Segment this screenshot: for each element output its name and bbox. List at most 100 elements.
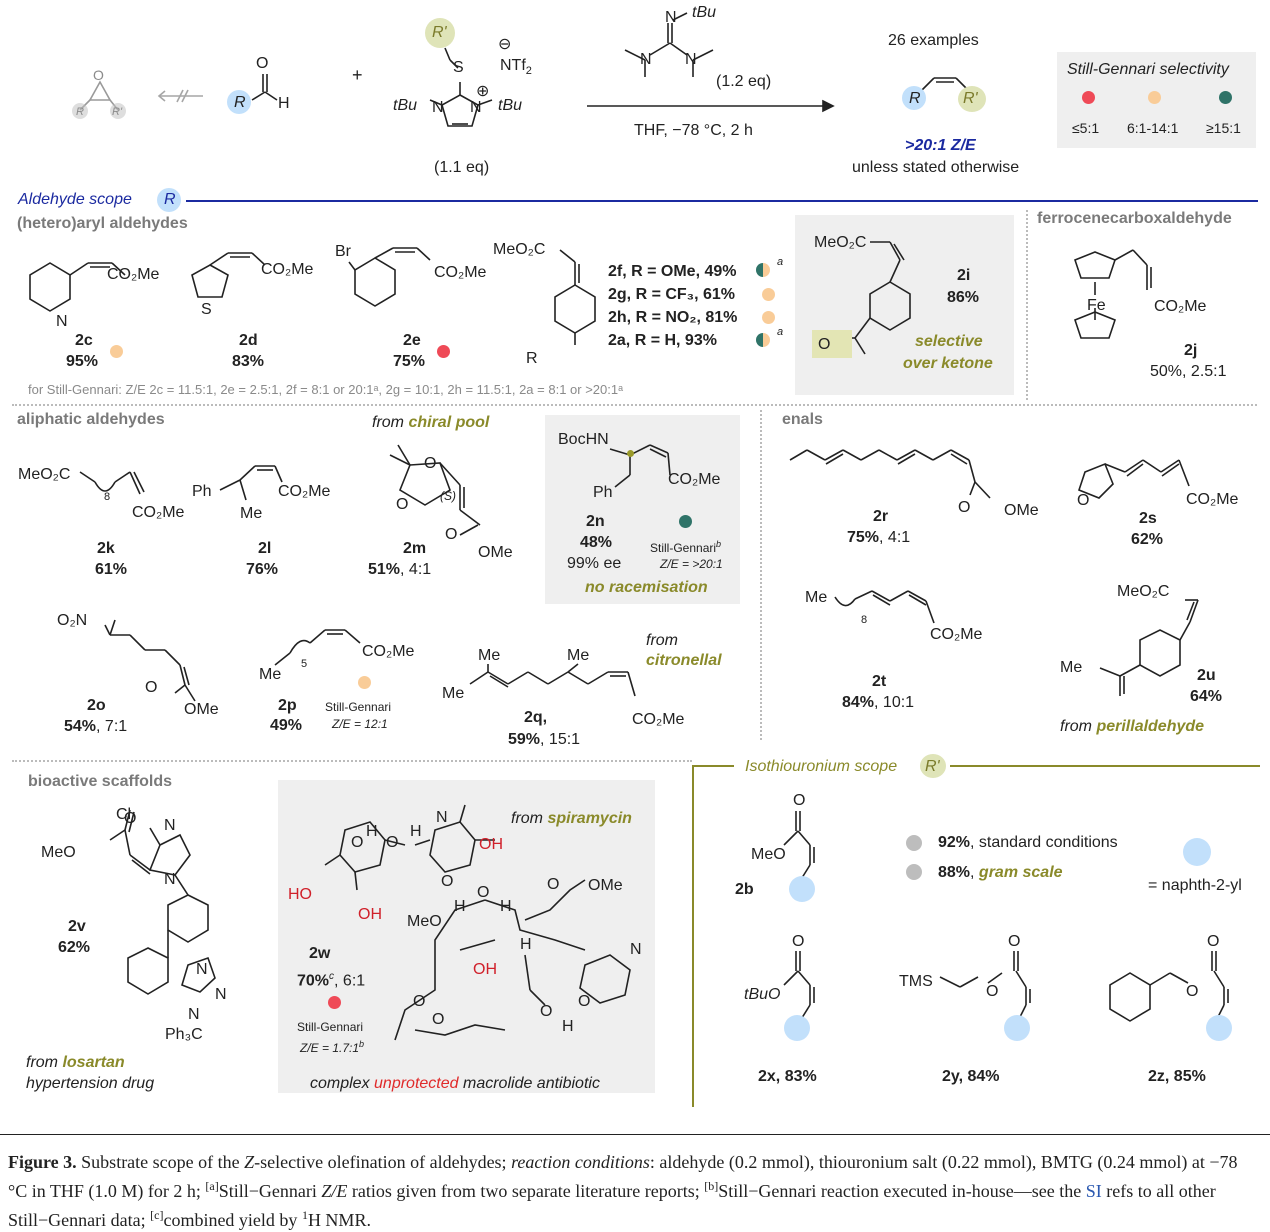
- 2b-scale-dot-2: [906, 864, 922, 880]
- salt-equivalents: (1.1 eq): [434, 159, 490, 176]
- 2v-ph3c: Ph₃C: [165, 1026, 203, 1043]
- 2k-id: 2k: [97, 540, 115, 557]
- 2w-sg: Still-Gennari: [297, 1020, 364, 1034]
- 2b-id: 2b: [735, 881, 754, 898]
- iso-frame-left: [692, 765, 694, 1107]
- 2n-stereocenter: [627, 450, 634, 457]
- 2o-o: O: [145, 679, 158, 696]
- 2b-scale-dot-1: [906, 835, 922, 851]
- epoxide-oxygen: O: [93, 67, 104, 83]
- 2n-ph: Ph: [593, 484, 613, 501]
- structure-2d: [191, 252, 266, 298]
- salt-ntf2: NTf2: [500, 57, 532, 78]
- 2n-selectivity-dot: [679, 515, 692, 528]
- ketone-highlight: [812, 330, 852, 358]
- 2p-n5: 5: [301, 658, 308, 670]
- 2y-label: 2y, 84%: [942, 1068, 1000, 1085]
- 2n-ze: Z/E = >20:1: [660, 557, 723, 571]
- 2p-ze: Z/E = 12:1: [332, 717, 388, 731]
- 2p-yield: 49%: [270, 717, 303, 734]
- 2d-co2me: CO₂Me: [261, 261, 314, 278]
- box-2w: [278, 780, 655, 1093]
- epoxide-r: R: [76, 106, 84, 118]
- 2m-ome: OMe: [478, 544, 513, 561]
- 2u-meo2c: MeO₂C: [1117, 583, 1170, 600]
- box-2i: [795, 215, 1014, 395]
- salt-n-left: N: [432, 99, 444, 116]
- 2i-id: 2i: [957, 267, 971, 284]
- 2p-me: Me: [259, 666, 282, 683]
- 2o-ome: OMe: [184, 701, 219, 718]
- ze-ratio: >20:1 Z/E: [905, 137, 976, 154]
- figure-caption: Figure 3. Substrate scope of the Z-selec…: [8, 1152, 1238, 1230]
- reaction-conditions: THF, −78 °C, 2 h: [634, 122, 753, 139]
- 2n-bochn: BocHN: [558, 431, 609, 448]
- product-rprime: R': [963, 90, 978, 107]
- 2v-n1: N: [164, 817, 176, 834]
- naphth-circle: [1183, 838, 1211, 866]
- epoxide-r-circle: [72, 103, 88, 119]
- 2x-label: 2x, 83%: [758, 1068, 817, 1085]
- 2w-o2: O: [386, 834, 399, 851]
- 2k-meo2c: MeO₂C: [18, 466, 71, 483]
- 2b-rprime-circle: [789, 876, 815, 902]
- 2v-tetrazole-n3: N: [188, 1006, 200, 1023]
- 2a-selectivity-dot: [756, 333, 770, 347]
- structure-2v: [109, 809, 216, 995]
- 2y-tms: TMS: [899, 973, 933, 990]
- reaction-arrow: [587, 99, 835, 113]
- structure-2c: [29, 262, 126, 312]
- 2y-o2: O: [986, 983, 999, 1000]
- salt-anion-sign: ⊖: [498, 36, 512, 53]
- 2i-note: selective: [915, 333, 983, 350]
- salt-structure: [429, 47, 493, 127]
- 2e-id: 2e: [403, 332, 421, 349]
- 2l-ph: Ph: [192, 483, 212, 500]
- salt-rprime: R': [432, 24, 447, 41]
- 2v-yield: 62%: [58, 939, 91, 956]
- structure-2w: [324, 804, 631, 1041]
- 2f-label: 2f, R = OMe, 49%: [608, 263, 737, 280]
- 2q-source: citronellal: [646, 652, 722, 669]
- structure-2m: [389, 444, 481, 536]
- 2q-me2: Me: [442, 685, 465, 702]
- structure-2k: [79, 471, 145, 495]
- 2w-o3: O: [441, 873, 454, 890]
- 2d-id: 2d: [239, 332, 258, 349]
- 2l-yield: 76%: [246, 561, 279, 578]
- aldehyde-r: R: [234, 94, 246, 111]
- 2e-co2me: CO₂Me: [434, 264, 487, 281]
- examples-count: 26 examples: [888, 32, 979, 49]
- 2t-co2me: CO₂Me: [930, 626, 983, 643]
- iso-frame-top-right: [950, 765, 1260, 767]
- 2p-selectivity-dot: [358, 676, 371, 689]
- structure-2f-2a: [554, 249, 596, 345]
- epoxide-rprime: R': [112, 106, 123, 118]
- 2w-ho: HO: [288, 886, 312, 903]
- 2s-co2me: CO₂Me: [1186, 491, 1239, 508]
- base-n-top: N: [665, 9, 677, 26]
- si-link[interactable]: SI: [1085, 1181, 1102, 1201]
- salt-cation-sign: ⊕: [476, 83, 490, 100]
- 2w-o7: O: [432, 1011, 445, 1028]
- 2o-yield: 54%, 7:1: [64, 718, 128, 735]
- 2m-o3: O: [445, 526, 458, 543]
- 2w-h4: H: [500, 898, 512, 915]
- 2m-config: (S): [440, 489, 456, 503]
- legend-label-mid: 6:1-14:1: [1127, 120, 1179, 136]
- 2w-yield: 70%c, 6:1: [297, 971, 366, 990]
- structure-2j: [1074, 249, 1152, 339]
- 2q-from: from: [646, 632, 678, 649]
- 2v-tetrazole-n2: N: [215, 986, 227, 1003]
- 2k-yield: 61%: [95, 561, 128, 578]
- 2m-yield: 51%, 4:1: [368, 561, 432, 578]
- section-ferrocene: ferrocenecarboxaldehyde: [1037, 210, 1232, 227]
- 2f-sup: a: [777, 256, 784, 268]
- structure-2q: [469, 663, 636, 697]
- 2b-meo: MeO: [751, 846, 786, 863]
- 2w-ze: Z/E = 1.7:1b: [300, 1039, 365, 1055]
- 2q-id: 2q,: [524, 709, 548, 726]
- base-tbu: tBu: [692, 4, 717, 21]
- 2v-meo: MeO: [41, 844, 76, 861]
- 2o-id: 2o: [87, 697, 106, 714]
